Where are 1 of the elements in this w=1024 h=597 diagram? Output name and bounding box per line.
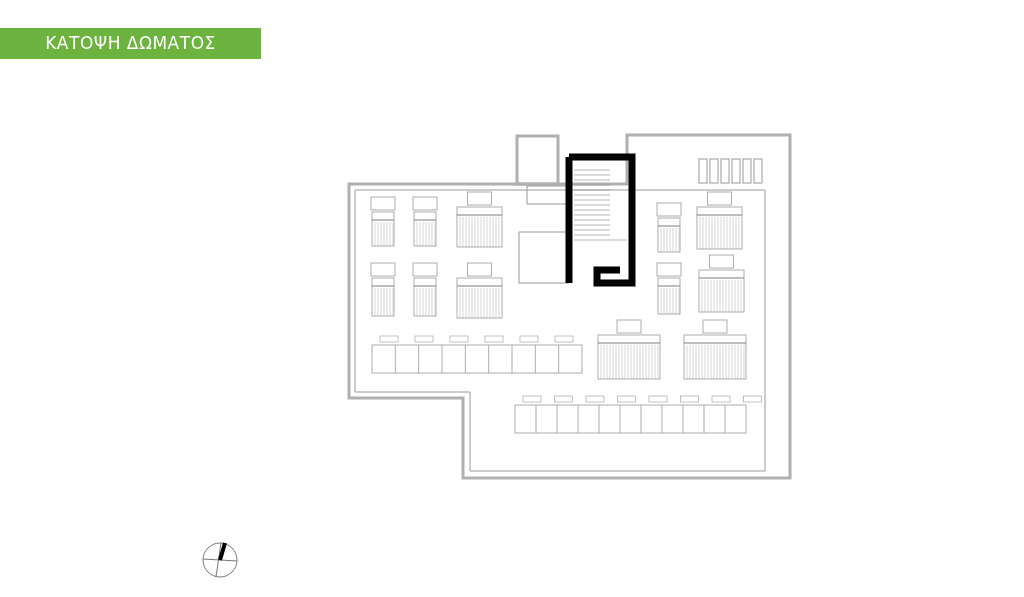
title-banner: ΚΑΤΟΨΗ ΔΩΜΑΤΟΣ [0, 28, 261, 59]
